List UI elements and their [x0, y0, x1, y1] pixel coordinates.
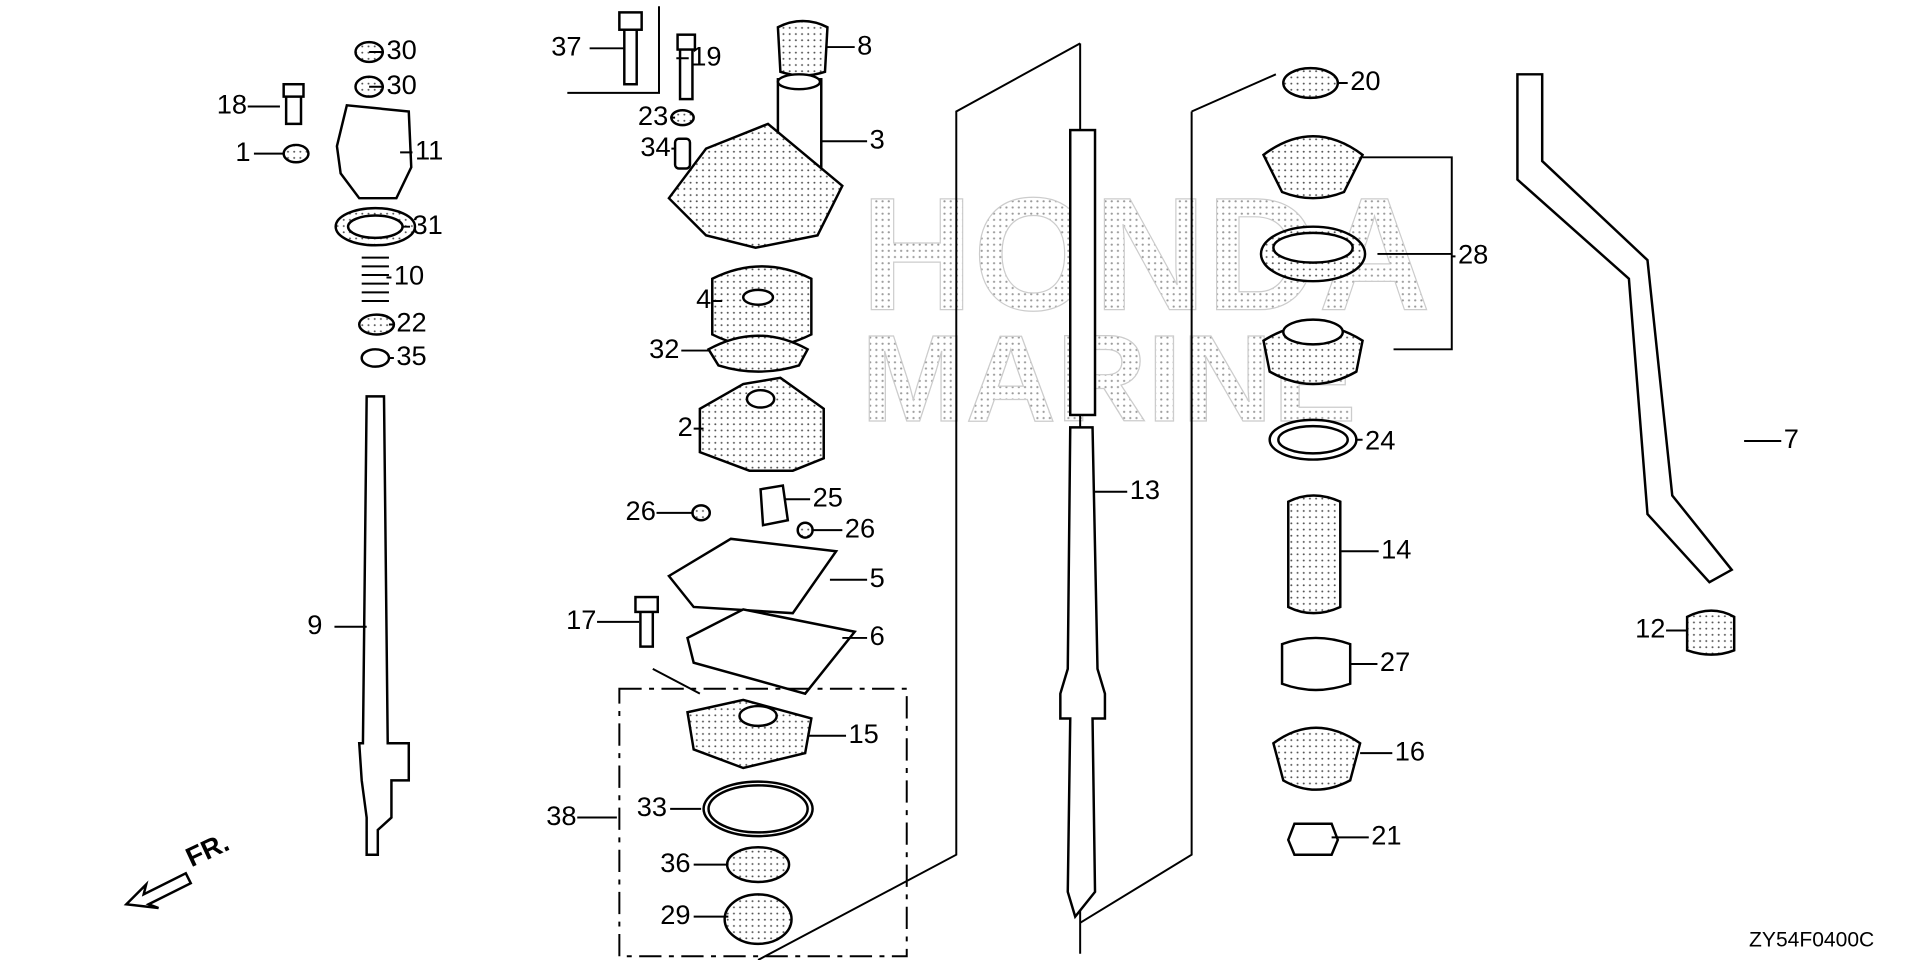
- callout-38[interactable]: 38: [546, 800, 576, 831]
- callout-19[interactable]: 19: [691, 40, 721, 71]
- callout-4[interactable]: 4: [696, 283, 711, 314]
- callout-11[interactable]: 11: [415, 135, 443, 166]
- callout-27[interactable]: 27: [1380, 646, 1410, 677]
- callout-35[interactable]: 35: [396, 340, 426, 371]
- callout-24[interactable]: 24: [1365, 424, 1395, 455]
- callout-8[interactable]: 8: [857, 29, 872, 60]
- callout-20[interactable]: 20: [1350, 65, 1380, 96]
- callout-37[interactable]: 37: [551, 31, 581, 62]
- callout-5[interactable]: 5: [870, 562, 885, 593]
- callout-18[interactable]: 18: [217, 89, 247, 120]
- front-label: FR.: [181, 826, 234, 873]
- callout-34[interactable]: 34: [640, 131, 670, 162]
- callout-2[interactable]: 2: [678, 411, 693, 442]
- callout-30[interactable]: 30: [386, 34, 416, 65]
- diagram-code: ZY54F0400C: [1749, 928, 1874, 951]
- callout-30[interactable]: 30: [386, 69, 416, 100]
- callout-36[interactable]: 36: [660, 847, 690, 878]
- callout-16[interactable]: 16: [1395, 735, 1425, 766]
- watermark: HONDA MARINE: [860, 164, 1431, 449]
- callout-28[interactable]: 28: [1458, 239, 1488, 270]
- callout-33[interactable]: 33: [637, 791, 667, 822]
- callout-7[interactable]: 7: [1784, 423, 1799, 454]
- callout-29[interactable]: 29: [660, 899, 690, 930]
- callout-26[interactable]: 26: [845, 512, 875, 543]
- callout-22[interactable]: 22: [396, 307, 426, 338]
- callout-23[interactable]: 23: [638, 100, 668, 131]
- svg-text:MARINE: MARINE: [861, 310, 1356, 448]
- drive-shaft: [757, 42, 1277, 960]
- callout-labels: 30 30 18 1 11 31 10 22 35 9 37 19 8 23 3…: [217, 29, 1799, 930]
- leader-lines: [247, 46, 1782, 918]
- right-assembly: [1259, 66, 1736, 856]
- callout-15[interactable]: 15: [849, 718, 879, 749]
- callout-14[interactable]: 14: [1381, 533, 1411, 564]
- front-direction-indicator: FR.: [123, 826, 234, 910]
- callout-21[interactable]: 21: [1371, 820, 1401, 851]
- pump-assembly: [567, 6, 908, 958]
- callout-9[interactable]: 9: [307, 609, 322, 640]
- callout-25[interactable]: 25: [813, 481, 843, 512]
- callout-6[interactable]: 6: [870, 620, 885, 651]
- callout-3[interactable]: 3: [870, 123, 885, 154]
- left-assembly: [282, 40, 417, 856]
- callout-32[interactable]: 32: [649, 333, 679, 364]
- callout-26[interactable]: 26: [626, 495, 656, 526]
- front-arrow-icon: [123, 871, 193, 910]
- callout-10[interactable]: 10: [394, 260, 424, 291]
- callout-1[interactable]: 1: [235, 136, 250, 167]
- callout-12[interactable]: 12: [1635, 613, 1665, 644]
- callout-17[interactable]: 17: [566, 604, 596, 635]
- callout-31[interactable]: 31: [412, 209, 442, 240]
- callout-13[interactable]: 13: [1130, 474, 1160, 505]
